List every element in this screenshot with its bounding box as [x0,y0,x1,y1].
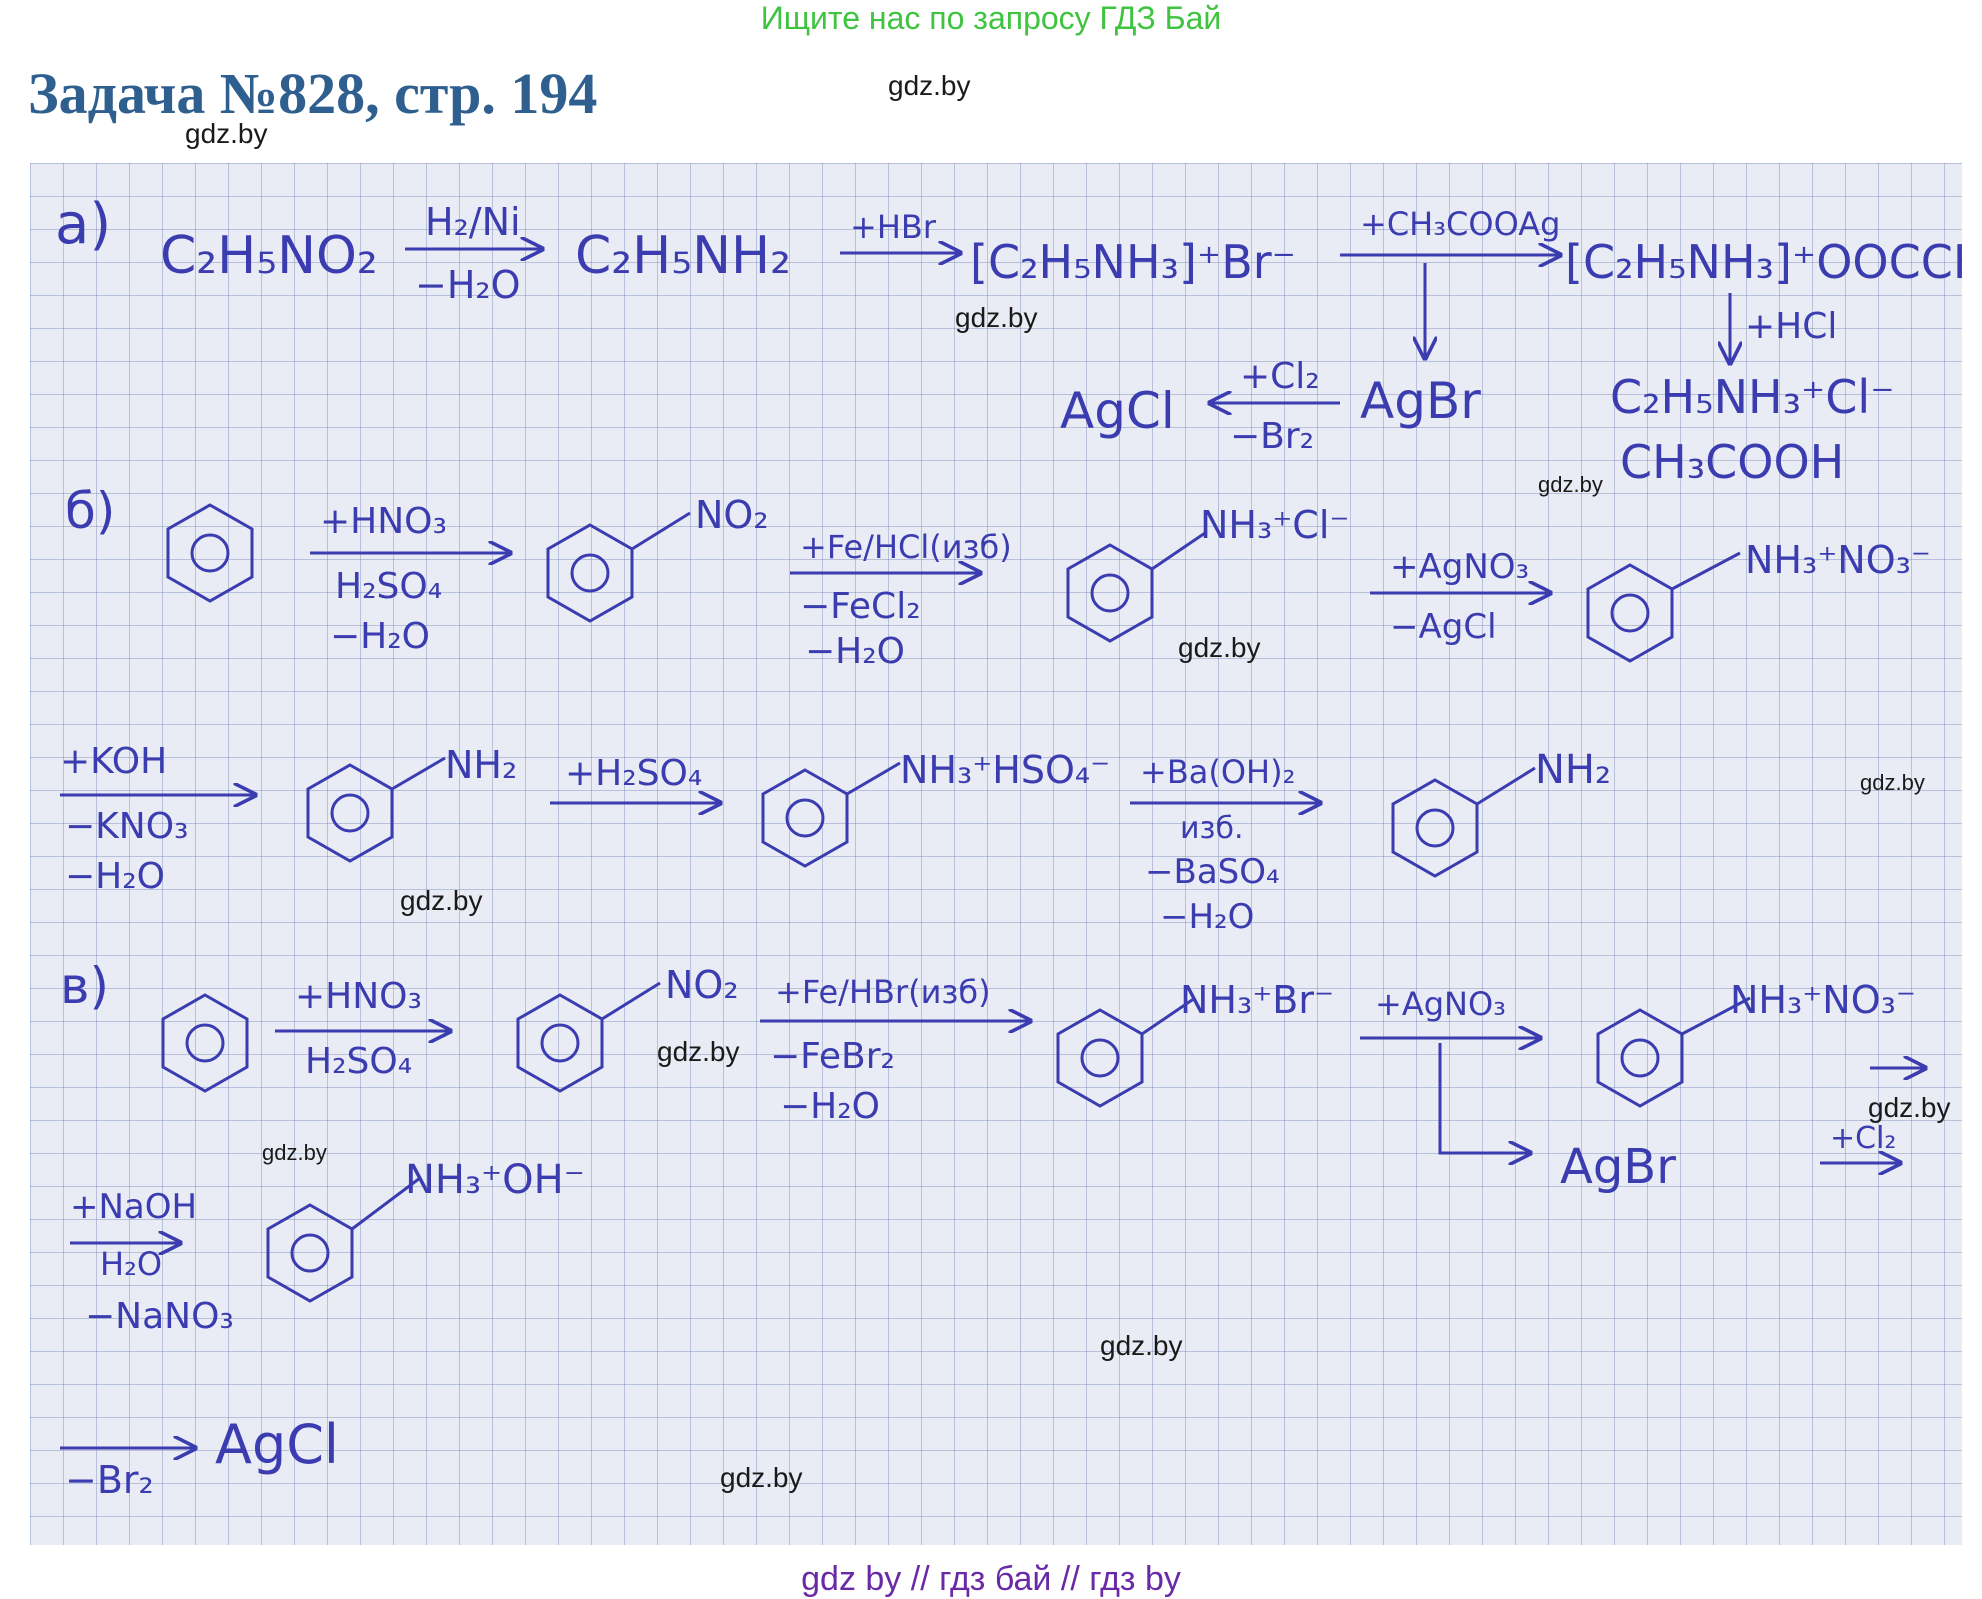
cond-b4-mid: −KNO₃ [65,806,188,847]
cond-v3-top: +AgNO₃ [1375,985,1506,1023]
watermark: gdz.by [262,1140,327,1165]
cond-b1-bot: −H₂O [330,616,430,657]
watermark: gdz.by [955,302,1038,333]
cond-b2-mid: −FeCl₂ [800,586,921,627]
bottom-banner[interactable]: gdz by // гдз бай // гдз by [801,1560,1181,1598]
cond-v4-top: +Cl₂ [1830,1121,1896,1156]
watermark: gdz.by [1538,472,1603,497]
cond-v5-mid: H₂O [100,1245,162,1283]
group-v3: NH₃⁺NO₃⁻ [1730,978,1916,1022]
cond-b4-bot: −H₂O [65,856,165,897]
cond-v2-mid: −FeBr₂ [770,1036,895,1077]
cond-a1-top: H₂/Ni [425,200,521,244]
cond-b2-top: +Fe/HCl(изб) [800,528,1012,566]
cond-b6-mid: изб. [1180,811,1244,846]
cond-v5-top: +NaOH [70,1187,197,1227]
cond-v5-bot: −NaNO₃ [85,1296,234,1337]
watermark: gdz.by [1100,1330,1183,1361]
group-b5: NH₃⁺HSO₄⁻ [900,748,1110,792]
agcl-a: AgCl [1060,382,1175,440]
cond-v1-top: +HNO₃ [295,976,422,1017]
group-v1: NO₂ [665,963,739,1007]
group-b3: NH₃⁺NO₃⁻ [1745,538,1931,582]
page-title: Задача №828, стр. 194 [28,61,598,126]
watermark: gdz.by [720,1462,803,1493]
watermark: gdz.by [185,118,268,149]
cond-b6-bot2: −H₂O [1160,897,1254,937]
cond-a4: +HCl [1745,306,1837,347]
label-b: б) [65,482,115,540]
handwritten-solution: а) C₂H₅NO₂ H₂/Ni −H₂O C₂H₅NH₂ +HBr [C₂H₅… [55,192,1962,1502]
cond-b6-top: +Ba(OH)₂ [1140,753,1295,791]
group-b2: NH₃⁺Cl⁻ [1200,503,1349,547]
group-b6: NH₂ [1535,747,1611,793]
cond-v2-top: +Fe/HBr(изб) [775,973,991,1011]
cond-b1-top: +HNO₃ [320,501,447,542]
product-a4a: C₂H₅NH₃⁺Cl⁻ [1610,370,1895,424]
group-v4: NH₃⁺OH⁻ [405,1157,585,1203]
cond-a3-top: +CH₃COOAg [1360,205,1560,243]
watermark: gdz.by [888,70,971,101]
cond-b4-top: +KOH [60,741,167,782]
cond-a2-top: +HBr [850,208,937,246]
cond-v1-bot: H₂SO₄ [305,1041,412,1082]
agbr-v: AgBr [1560,1139,1676,1195]
cond-b3-top: +AgNO₃ [1390,547,1529,587]
label-a: а) [55,192,111,257]
agbr-a: AgBr [1360,372,1481,430]
watermark: gdz.by [1178,632,1261,663]
group-v2: NH₃⁺Br⁻ [1180,978,1334,1022]
cond-b6-bot: −BaSO₄ [1145,852,1280,892]
watermark: gdz.by [400,885,483,916]
group-b4: NH₂ [445,743,517,787]
cond-v2-bot: −H₂O [780,1086,880,1127]
label-v: в) [60,957,109,1015]
reactant-a: C₂H₅NO₂ [160,226,378,286]
cond-a5-bot: −Br₂ [1230,416,1314,457]
notebook-photo: а) C₂H₅NO₂ H₂/Ni −H₂O C₂H₅NH₂ +HBr [C₂H₅… [30,163,1962,1545]
cond-b3-bot: −AgCl [1390,607,1497,647]
benzene-rings [161,503,1751,1303]
cond-a1-bot: −H₂O [415,263,521,307]
cond-b1-mid: H₂SO₄ [335,566,442,607]
watermark: gdz.by [1860,770,1925,795]
product-a1: C₂H₅NH₂ [575,226,791,286]
cond-a5-top: +Cl₂ [1240,356,1320,397]
cond-b5-top: +H₂SO₄ [565,753,702,794]
reaction-arrows [60,249,1925,1448]
product-a3: [C₂H₅NH₃]⁺OOCCH₃⁻ [1565,235,1962,289]
cond-b2-bot: −H₂O [805,631,905,672]
watermark: gdz.by [657,1036,740,1067]
group-b1: NO₂ [695,493,769,537]
product-a4b: CH₃COOH [1620,435,1844,489]
product-a2: [C₂H₅NH₃]⁺Br⁻ [970,235,1296,289]
top-banner[interactable]: Ищите нас по запросу ГДЗ Бай [760,0,1222,36]
watermark: gdz.by [1868,1092,1951,1123]
agcl-v: AgCl [215,1413,339,1476]
cond-v6-bot: −Br₂ [65,1458,154,1502]
